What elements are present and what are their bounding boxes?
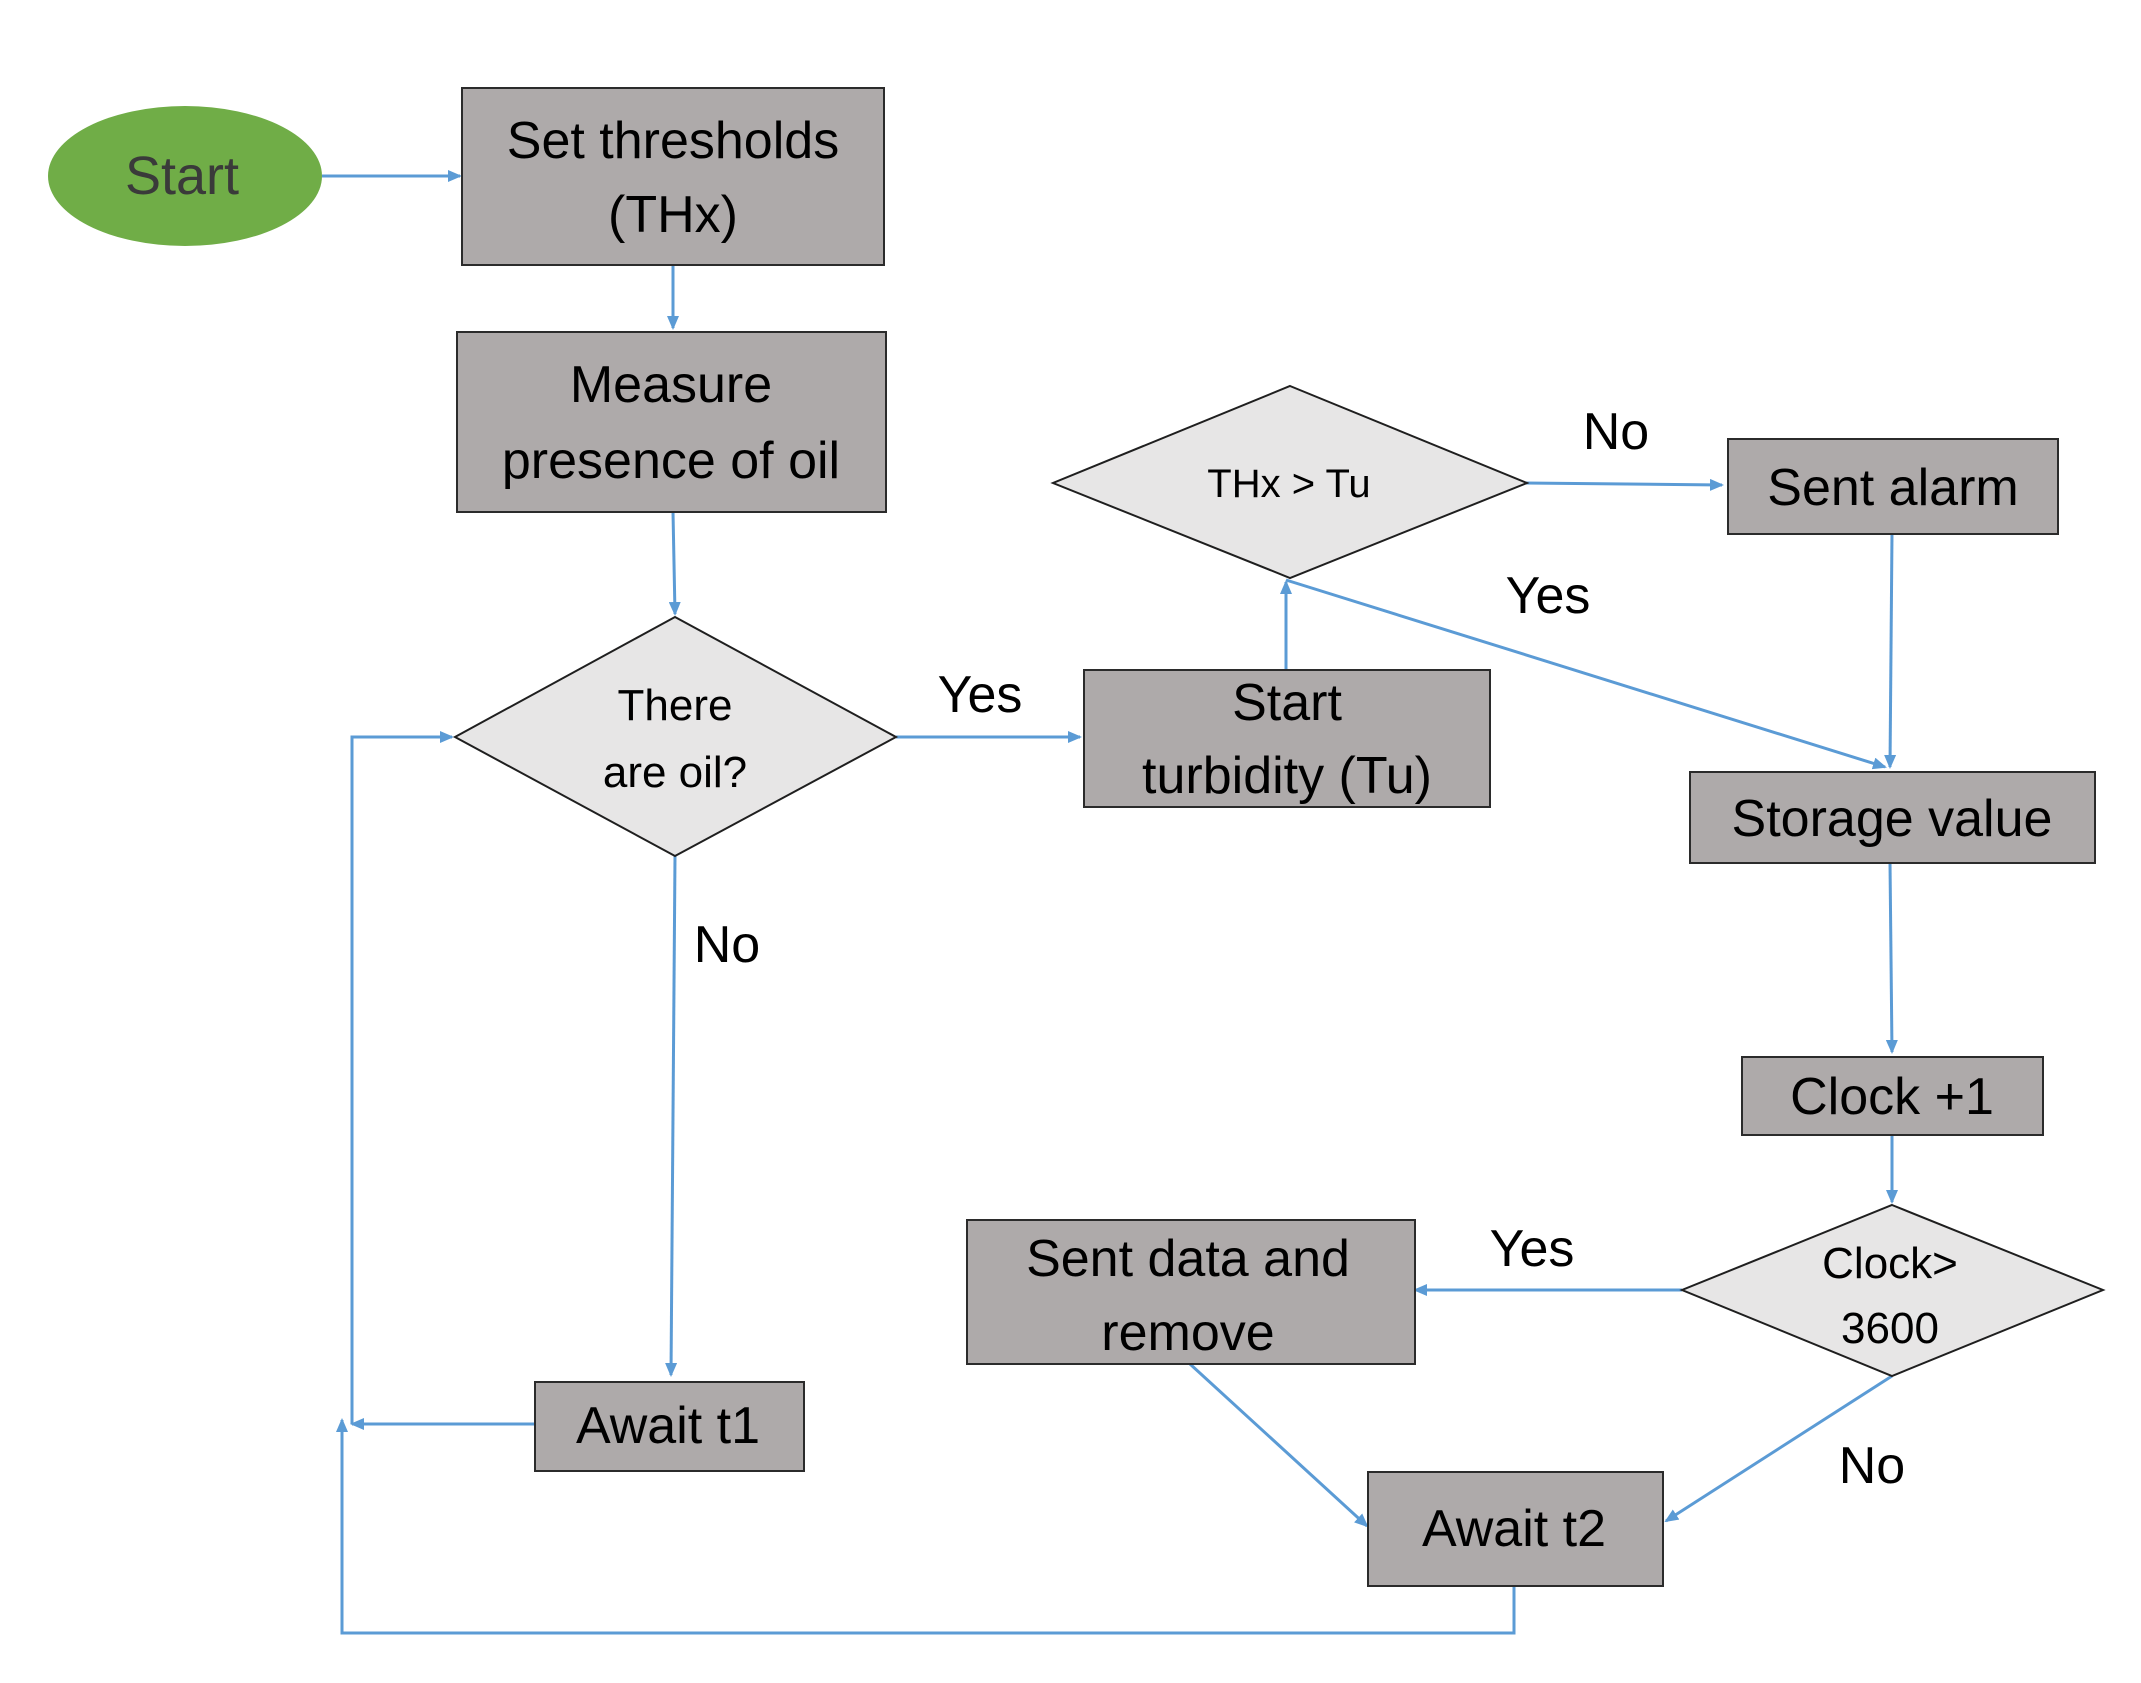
oil-decision-label-line1: There — [618, 681, 733, 730]
edge-loop-to-oil-decision — [350, 731, 454, 1424]
thx-yes-label: Yes — [1506, 567, 1591, 625]
start-turbidity-label-line1: Start — [1232, 674, 1342, 732]
edge-clock-no-to-await-t2 — [1664, 1374, 1893, 1523]
start-node: Start — [48, 106, 322, 246]
await-t2-label: Await t2 — [1422, 1500, 1606, 1558]
await-t1-box — [534, 1381, 805, 1472]
measure-oil-node: Measure presence of oil — [456, 331, 887, 513]
edge-thx-yes-to-storage-value — [1285, 578, 1887, 770]
edge-storage-value-to-clock — [1885, 861, 1898, 1054]
await-t2-node: Await t2 — [1367, 1471, 1664, 1587]
thx-decision-diamond — [1050, 384, 1530, 580]
sent-data-remove-box — [966, 1219, 1416, 1365]
clock-increment-box — [1741, 1056, 2044, 1136]
oil-decision-diamond — [452, 615, 899, 858]
clock-no-label: No — [1839, 1437, 1905, 1495]
sent-data-remove-label-line1: Sent data and — [1026, 1230, 1350, 1288]
clock-decision-node: Clock> 3600 — [1679, 1203, 2106, 1378]
measure-oil-box — [456, 331, 887, 513]
edge-thx-no-to-sent-alarm — [1521, 478, 1724, 491]
oil-decision-label-line2: are oil? — [603, 748, 747, 797]
clock-increment-label: Clock +1 — [1790, 1068, 1994, 1126]
sent-alarm-node: Sent alarm — [1727, 438, 2059, 535]
start-turbidity-box — [1083, 669, 1491, 808]
await-t1-node: Await t1 — [534, 1381, 805, 1472]
storage-value-box — [1689, 771, 2096, 864]
oil-no-label: No — [694, 916, 760, 974]
set-thresholds-node: Set thresholds (THx) — [461, 87, 885, 266]
clock-decision-label-line1: Clock> — [1822, 1239, 1958, 1288]
sent-data-remove-label-line2: remove — [1101, 1304, 1274, 1362]
measure-oil-label-line1: Measure — [570, 356, 772, 414]
start-oval-shape — [48, 106, 322, 246]
edge-await-t2-to-loop — [336, 1418, 1516, 1635]
edge-sent-alarm-to-storage-value — [1884, 532, 1897, 769]
sent-alarm-label: Sent alarm — [1767, 459, 2018, 517]
set-thresholds-label-line1: Set thresholds — [507, 112, 839, 170]
measure-oil-label-line2: presence of oil — [502, 432, 840, 490]
edge-labels: Yes No No Yes Yes No — [694, 403, 1905, 1495]
await-t2-box — [1367, 1471, 1664, 1587]
clock-decision-diamond — [1679, 1203, 2106, 1378]
oil-yes-label: Yes — [938, 666, 1023, 724]
sent-data-remove-node: Sent data and remove — [966, 1219, 1416, 1365]
clock-increment-node: Clock +1 — [1741, 1056, 2044, 1136]
start-label: Start — [125, 146, 239, 206]
connectors — [322, 170, 1898, 1635]
thx-no-label: No — [1583, 403, 1649, 461]
storage-value-label: Storage value — [1732, 790, 2053, 848]
edge-sent-data-to-await-t2 — [1188, 1362, 1369, 1528]
thx-decision-label: THx > Tu — [1207, 462, 1370, 506]
storage-value-node: Storage value — [1689, 771, 2096, 864]
set-thresholds-label-line2: (THx) — [608, 186, 738, 244]
clock-decision-label-line2: 3600 — [1841, 1304, 1939, 1353]
start-turbidity-node: Start turbidity (Tu) — [1083, 669, 1491, 808]
edge-measure-to-oil-decision — [668, 511, 681, 616]
clock-yes-label: Yes — [1490, 1220, 1575, 1278]
set-thresholds-box — [461, 87, 885, 266]
edge-oil-no-to-await-t1 — [665, 855, 678, 1377]
await-t1-label: Await t1 — [576, 1397, 760, 1455]
oil-decision-node: There are oil? — [452, 615, 899, 858]
start-turbidity-label-line2: turbidity (Tu) — [1142, 747, 1432, 805]
thx-decision-node: THx > Tu — [1050, 384, 1530, 580]
sent-alarm-box — [1727, 438, 2059, 535]
